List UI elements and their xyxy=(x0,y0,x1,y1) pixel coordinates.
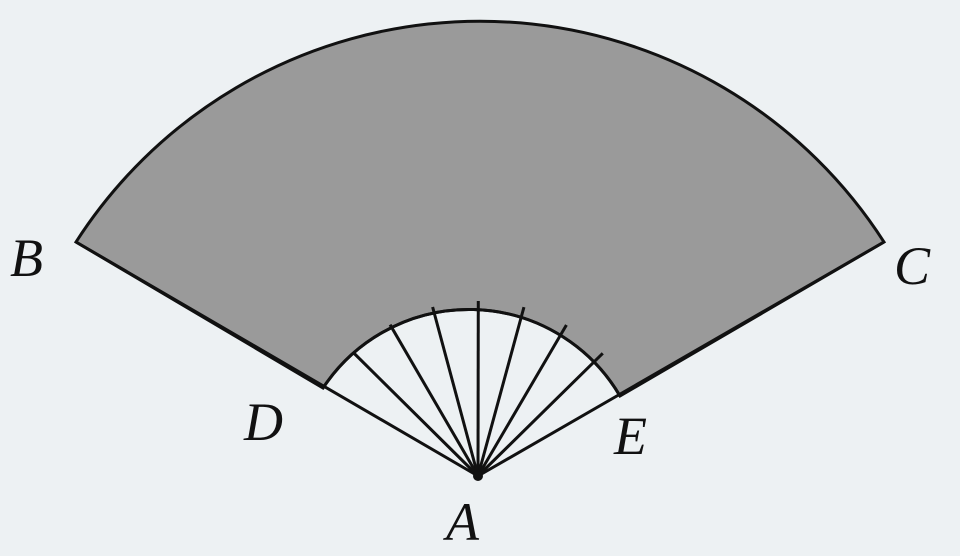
inner-ribs xyxy=(352,300,604,478)
inner-rib-5 xyxy=(476,306,526,477)
inner-rib-6 xyxy=(476,324,568,477)
apex-point xyxy=(473,471,483,481)
inner-rib-1 xyxy=(352,351,480,478)
side-ab xyxy=(75,240,479,478)
label-a: A xyxy=(443,492,480,552)
shaded-band-region xyxy=(73,19,887,399)
label-e: E xyxy=(613,406,647,466)
side-ac xyxy=(477,240,885,478)
label-b: B xyxy=(10,228,43,288)
inner-rib-2 xyxy=(388,323,480,477)
inner-arc-de xyxy=(321,307,622,397)
label-d: D xyxy=(243,392,283,452)
label-c: C xyxy=(894,236,931,296)
inner-rib-3 xyxy=(431,306,480,477)
inner-rib-7 xyxy=(476,352,604,478)
